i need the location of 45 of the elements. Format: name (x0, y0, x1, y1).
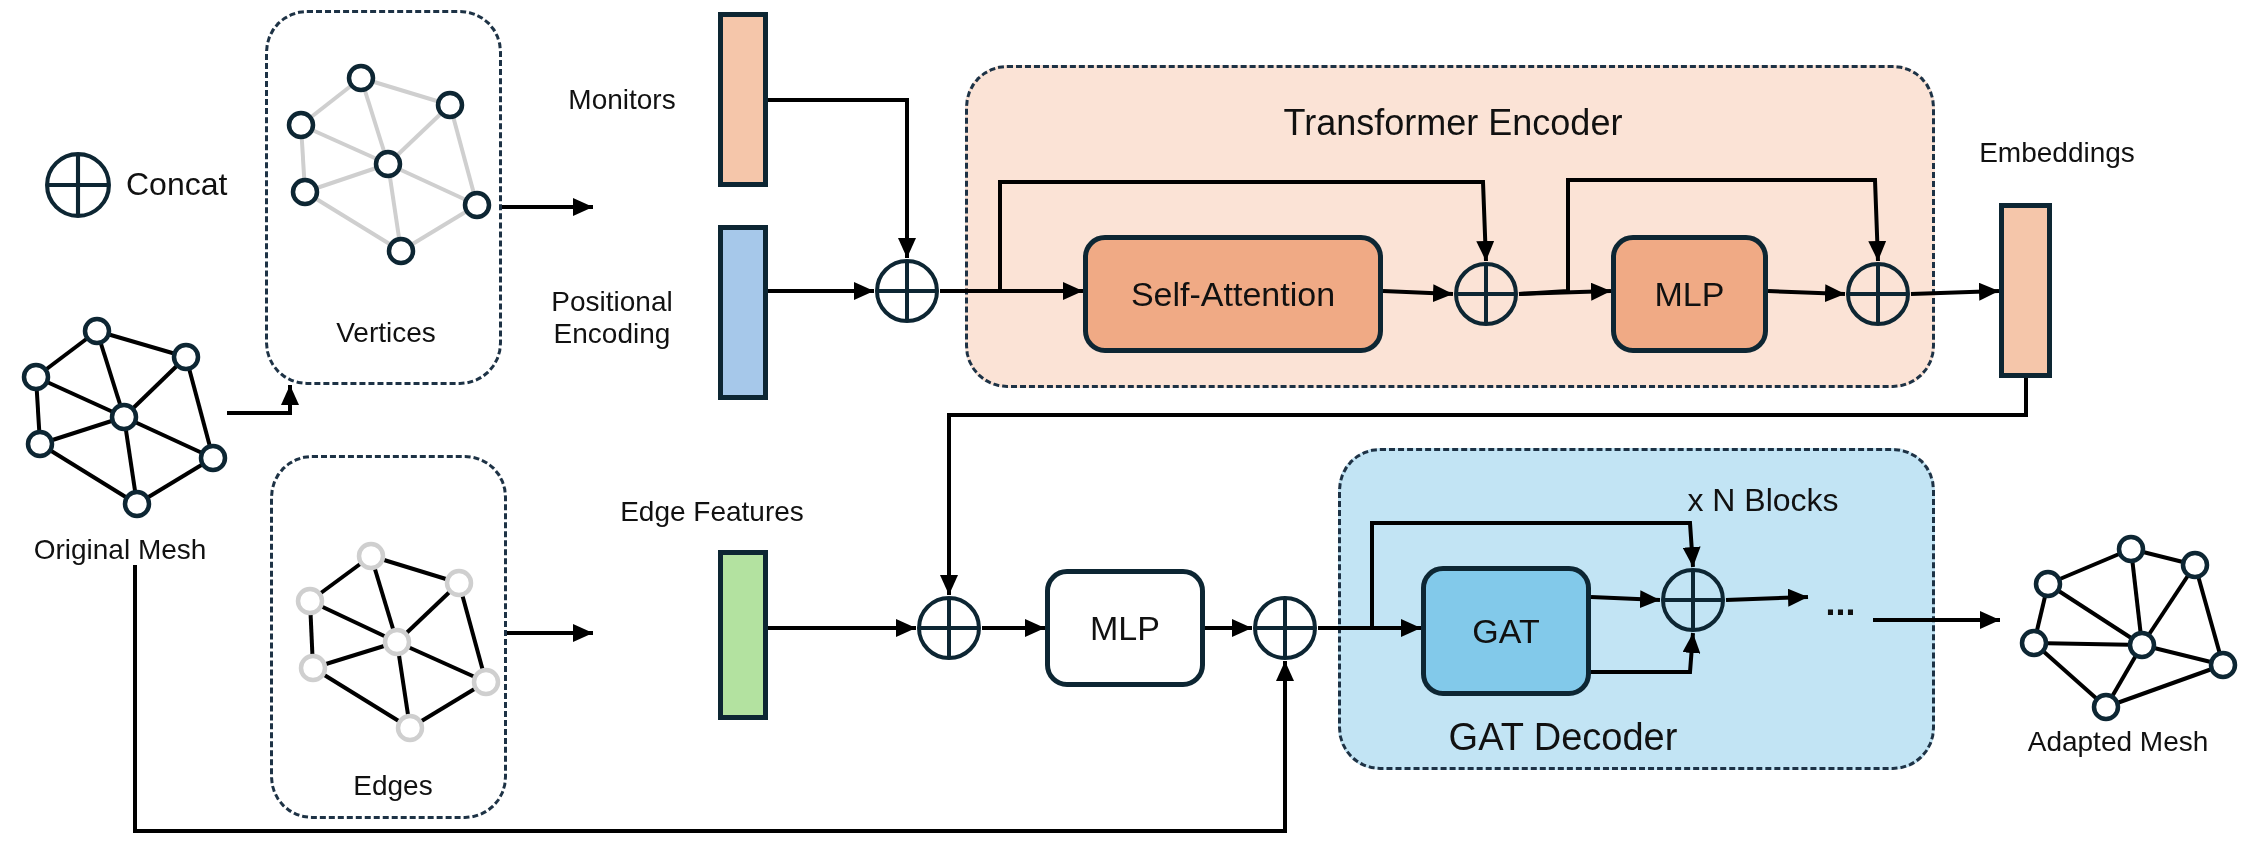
bar-label: Positional Encoding (550, 285, 674, 351)
arrow (507, 624, 593, 642)
concat-operator (916, 595, 982, 661)
ellipsis-label: ... (1808, 588, 1873, 633)
dashed-panel (265, 10, 502, 385)
concat-operator (1453, 261, 1519, 327)
arrow (768, 98, 916, 258)
dashed-panel (270, 455, 507, 819)
legend-label: Concat (126, 166, 228, 203)
dashed-panel (1338, 448, 1935, 770)
arrow (1591, 632, 1701, 674)
mesh-caption: Adapted Mesh (2027, 725, 2209, 759)
arrow (1725, 588, 1809, 607)
concat-operator (874, 258, 940, 324)
bar-label: Embeddings (1979, 136, 2135, 170)
dashed-panel (965, 65, 1935, 388)
arrow (1873, 611, 2000, 629)
bar-label: Edge Features (620, 495, 804, 529)
panel-label: Vertices (336, 316, 436, 350)
process-box: Self-Attention (1083, 235, 1383, 353)
process-box: MLP (1611, 235, 1768, 353)
repeat-label: x N Blocks (1687, 481, 1839, 519)
arrow (768, 282, 874, 300)
arrow (502, 198, 593, 216)
process-box: GAT (1421, 566, 1591, 696)
bar-label: Monitors (568, 83, 676, 117)
arrow (1382, 284, 1454, 303)
mesh-caption: Original Mesh (33, 533, 207, 567)
block-title: Transformer Encoder (1283, 102, 1623, 144)
arrow (133, 565, 1294, 833)
panel-label: Edges (353, 769, 433, 803)
concat-operator (1660, 567, 1726, 633)
arrow (1518, 178, 1887, 296)
arrow (1767, 284, 1846, 303)
arrow (768, 619, 916, 637)
arrow (227, 385, 299, 415)
process-box: MLP (1045, 569, 1205, 687)
arrow (1205, 619, 1252, 637)
arrow (1910, 282, 2000, 301)
arrow (940, 378, 2028, 595)
concat-operator (1252, 595, 1318, 661)
arrow (982, 619, 1045, 637)
concat-operator (1845, 261, 1911, 327)
arrow (1590, 590, 1661, 609)
block-title: GAT Decoder (1448, 716, 1678, 760)
